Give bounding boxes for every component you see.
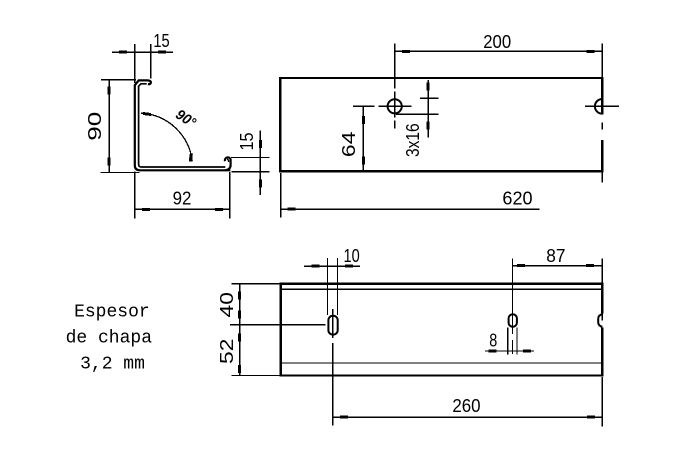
svg-text:10: 10 bbox=[344, 246, 360, 266]
svg-text:92: 92 bbox=[173, 189, 192, 209]
svg-text:15: 15 bbox=[153, 31, 169, 51]
svg-text:de chapa: de chapa bbox=[66, 329, 153, 349]
svg-text:620: 620 bbox=[502, 189, 532, 209]
svg-text:260: 260 bbox=[452, 396, 480, 416]
svg-text:3x16: 3x16 bbox=[403, 123, 423, 157]
svg-text:Espesor: Espesor bbox=[74, 303, 150, 323]
svg-text:8: 8 bbox=[489, 331, 497, 351]
svg-text:200: 200 bbox=[483, 32, 511, 52]
svg-text:15: 15 bbox=[237, 133, 257, 151]
svg-text:52: 52 bbox=[217, 339, 237, 364]
svg-text:64: 64 bbox=[339, 132, 359, 158]
svg-text:3,2 mm: 3,2 mm bbox=[80, 355, 145, 375]
svg-text:90: 90 bbox=[85, 112, 105, 141]
svg-text:40: 40 bbox=[217, 292, 237, 317]
svg-text:87: 87 bbox=[546, 246, 565, 266]
